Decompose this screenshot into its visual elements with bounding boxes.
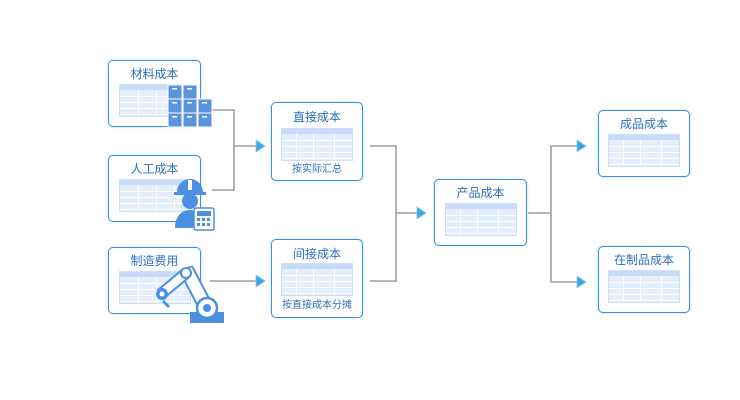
node-material-cost[interactable]: 材料成本 (108, 60, 201, 127)
node-title: 制造费用 (130, 254, 179, 268)
robot-arm-icon (156, 266, 224, 323)
table-icon (608, 270, 680, 303)
edge-direct-indirect-product (370, 145, 397, 282)
node-product-cost[interactable]: 产品成本 (434, 179, 527, 246)
table-icon (445, 203, 517, 236)
table-icon (281, 128, 353, 161)
node-title: 产品成本 (456, 186, 505, 200)
node-manufacturing-overhead[interactable]: 制造费用 (108, 247, 201, 314)
arrow-icon (255, 274, 266, 288)
boxes-icon (167, 84, 213, 128)
table-icon (608, 134, 680, 167)
arrow-icon (255, 139, 266, 153)
node-subtitle: 按直接成本分摊 (282, 300, 352, 311)
node-finished-goods-cost[interactable]: 成品成本 (598, 110, 690, 177)
arrow-icon (576, 139, 587, 153)
edge-material-direct (212, 109, 235, 191)
arrow-icon (576, 275, 587, 289)
node-title: 人工成本 (130, 162, 179, 176)
node-title: 成品成本 (619, 117, 668, 131)
node-title: 直接成本 (292, 110, 341, 124)
node-subtitle: 按实际汇总 (292, 164, 342, 175)
worker-icon (174, 179, 215, 231)
arrow-icon (416, 206, 427, 220)
edge-product-outputs (528, 145, 579, 283)
node-title: 在制品成本 (613, 253, 674, 267)
node-direct-cost[interactable]: 直接成本 按实际汇总 (271, 102, 363, 181)
table-icon (281, 263, 353, 296)
table-icon (119, 179, 191, 212)
node-title: 间接成本 (292, 247, 341, 261)
node-title: 材料成本 (130, 67, 179, 81)
node-indirect-cost[interactable]: 间接成本 按直接成本分摊 (271, 239, 363, 318)
node-wip-cost[interactable]: 在制品成本 (598, 246, 690, 313)
